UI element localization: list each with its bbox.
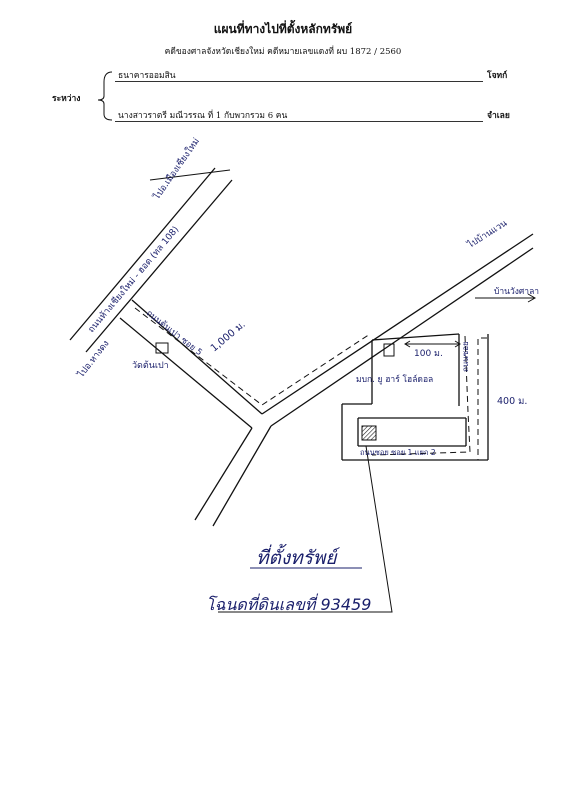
distance-400-marker: [477, 337, 487, 461]
banwaen-road: [261, 233, 534, 427]
plaintiff-underline: [115, 81, 483, 82]
to-banwaen-label: ไปบ้านแวน: [465, 218, 509, 251]
main-road-label: ถนนห้างเชียงใหม่ - ฮอด (ทล 108): [86, 224, 181, 335]
route-dashed-line-2: [371, 335, 471, 456]
village-marker-icon: [383, 343, 395, 357]
to-banwangsala-label: บ้านวังศาลา: [494, 286, 539, 297]
arrow-icons: [149, 169, 537, 348]
plaintiff-role: โจทก์: [487, 71, 508, 81]
parties-bracket: [97, 71, 113, 121]
route-dashed-line: [134, 307, 371, 406]
location-title: ที่ตั้งทรัพย์: [256, 543, 341, 569]
plaintiff-name: ธนาคารออมสิน: [118, 71, 176, 81]
tonpao-road: [119, 299, 263, 429]
village-label: มบก. ยู ฮาร์ โฮล์ดอล: [356, 374, 433, 385]
distance-1000-label: 1,000 ม.: [209, 319, 248, 354]
temple-label: วัดต้นเปา: [132, 360, 169, 371]
location-pointer: [218, 445, 393, 613]
southwest-road: [194, 425, 272, 527]
case-subtitle: คดีของศาลจังหวัดเชียงใหม่ คดีหมายเลขแดงท…: [164, 47, 402, 57]
alley-label: ถนนซอย ซอย 1 แยก 2: [360, 448, 436, 457]
defendant-role: จำเลย: [487, 111, 510, 121]
defendant-name: นางสาวราตรี มณีวรรณ ที่ 1 กับพวกรวม 6 คน: [118, 111, 288, 121]
between-label: ระหว่าง: [52, 94, 81, 104]
page-title: แผนที่ทางไปที่ตั้งหลักทรัพย์: [213, 22, 353, 36]
property-block: [341, 333, 489, 461]
defendant-underline: [115, 121, 483, 122]
soi-label: ถนนซอย: [461, 341, 470, 372]
tonpao-road-label: ถนนต้นเปา ซอย 5: [144, 308, 204, 358]
main-highway: [69, 167, 233, 353]
to-hangdong-label: ไปอ.หางดง: [75, 338, 111, 380]
temple-marker-icon: [155, 342, 169, 354]
property-parcel-icon: [361, 425, 377, 441]
distance-400-label: 400 ม.: [497, 396, 527, 407]
deed-number: โฉนดที่ดินเลขที่ 93459: [206, 593, 371, 614]
distance-100-label: 100 ม.: [414, 349, 443, 359]
